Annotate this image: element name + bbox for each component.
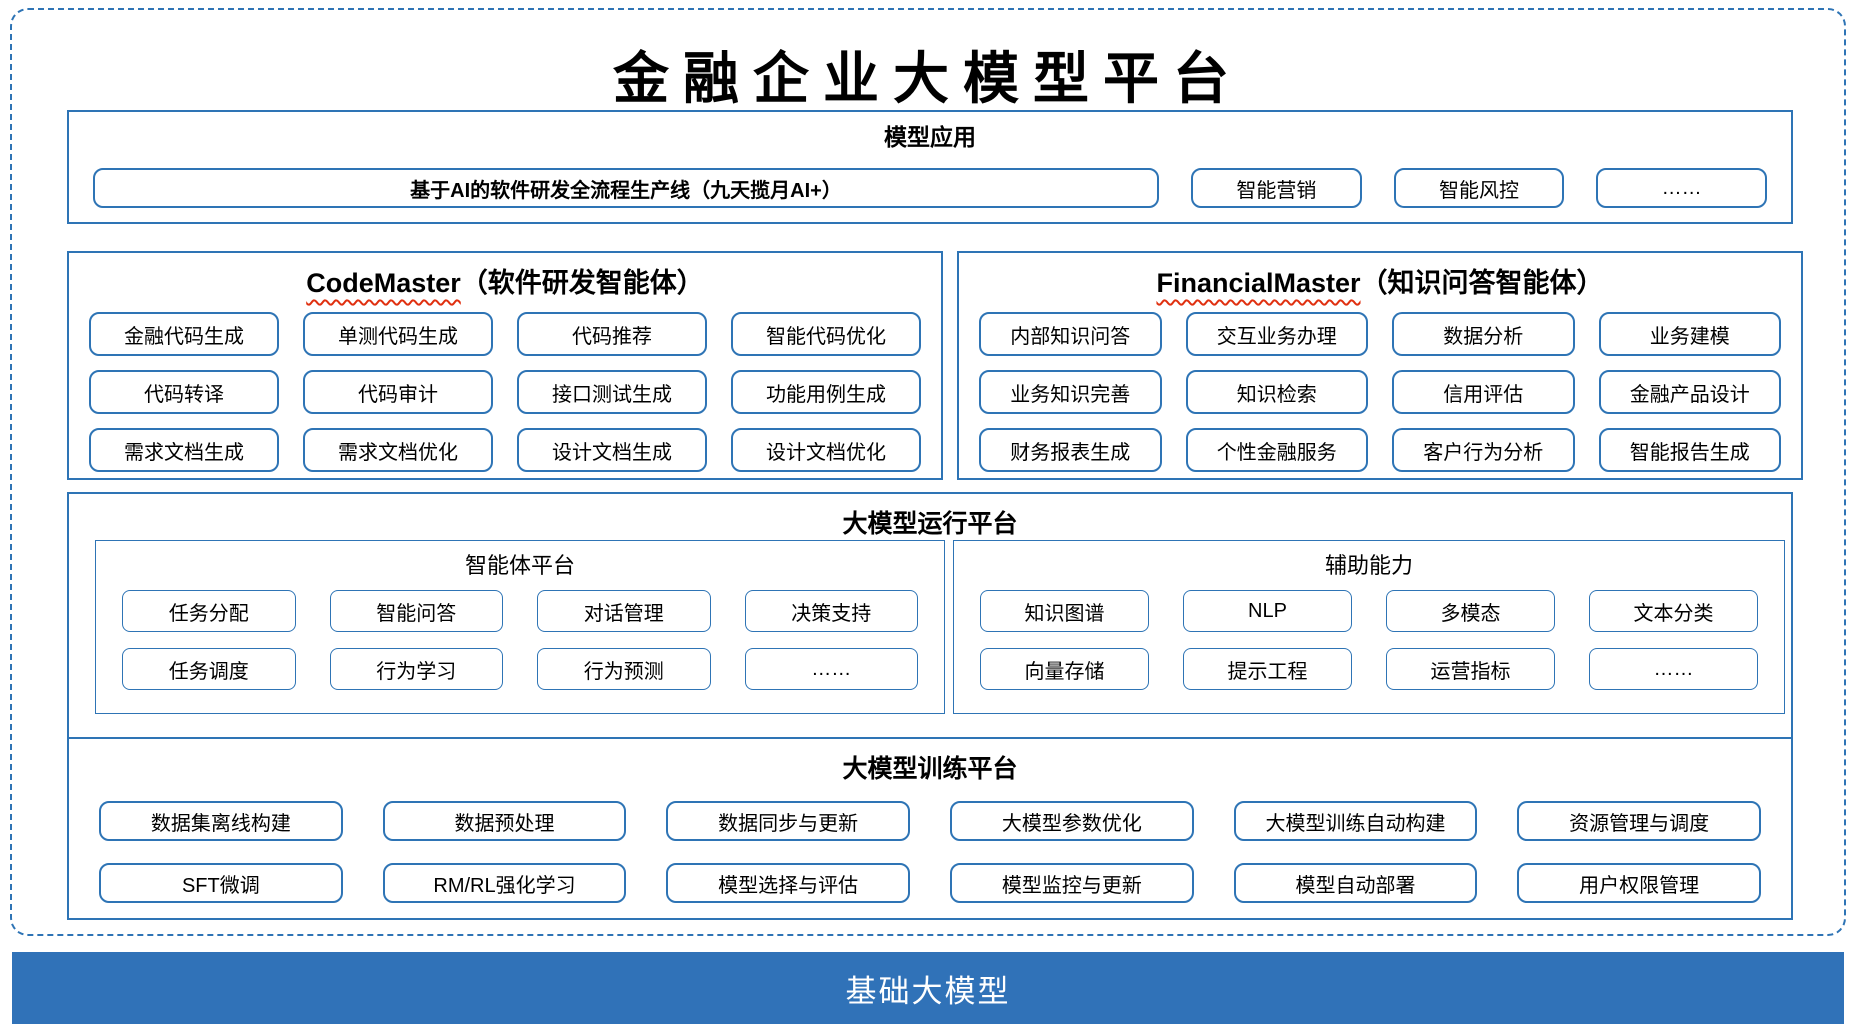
agent-platform-item: …… — [744, 648, 918, 690]
model-application-main-item: 基于AI的软件研发全流程生产线（九天揽月AI+） — [93, 168, 1159, 208]
codemaster-subtitle: （软件研发智能体） — [460, 268, 704, 298]
financialmaster-item: 客户行为分析 — [1392, 428, 1575, 472]
financialmaster-item: 内部知识问答 — [979, 312, 1162, 356]
codemaster-item: 功能用例生成 — [731, 370, 921, 414]
section-auxiliary-capability: 辅助能力 知识图谱 NLP 多模态文本分类向量存储提示工程运营指标 …… — [953, 540, 1785, 714]
auxiliary-capability-item: 文本分类 — [1589, 590, 1758, 632]
training-platform-item: 模型自动部署 — [1233, 863, 1478, 903]
model-application-item: …… — [1596, 168, 1768, 208]
codemaster-item: 需求文档生成 — [89, 428, 279, 472]
auxiliary-capability-item: 提示工程 — [1183, 648, 1352, 690]
auxiliary-capability-item: 知识图谱 — [980, 590, 1149, 632]
training-platform-item: 数据预处理 — [382, 801, 627, 841]
platform-outer-frame: 金融企业大模型平台 模型应用 基于AI的软件研发全流程生产线（九天揽月AI+） … — [10, 8, 1846, 936]
model-application-header: 模型应用 — [884, 124, 976, 150]
agent-platform-item: 决策支持 — [744, 590, 918, 632]
agent-platform-item: 任务调度 — [122, 648, 296, 690]
training-platform-item: 大模型训练自动构建 — [1233, 801, 1478, 841]
auxiliary-capability-item: 多模态 — [1386, 590, 1555, 632]
financialmaster-header: FinancialMaster（知识问答智能体） — [959, 253, 1801, 300]
auxiliary-capability-item: …… — [1589, 648, 1758, 690]
model-application-item: 智能风控 — [1393, 168, 1565, 208]
training-platform-item: 用户权限管理 — [1517, 863, 1761, 903]
page-title: 金融企业大模型平台 — [613, 46, 1243, 112]
financialmaster-grid: 内部知识问答交互业务办理数据分析业务建模业务知识完善知识检索信用评估金融产品设计… — [959, 300, 1801, 472]
section-runtime-platform: 大模型运行平台 智能体平台 任务分配智能问答对话管理决策支持任务调度行为学习行为… — [67, 492, 1793, 748]
section-codemaster: CodeMaster（软件研发智能体） 金融代码生成单测代码生成代码推荐智能代码… — [67, 251, 943, 480]
auxiliary-capability-header: 辅助能力 — [1324, 553, 1413, 578]
model-application-item: 智能营销 — [1191, 168, 1362, 208]
section-model-application: 模型应用 基于AI的软件研发全流程生产线（九天揽月AI+） 智能营销智能风控 …… — [67, 110, 1793, 224]
auxiliary-capability-item: 向量存储 — [980, 648, 1149, 690]
codemaster-grid: 金融代码生成单测代码生成代码推荐智能代码优化代码转译代码审计接口测试生成功能用例… — [69, 300, 941, 472]
base-model-label: 基础大模型 — [845, 973, 1011, 1009]
financialmaster-item: 个性金融服务 — [1185, 428, 1368, 472]
financialmaster-item: 业务知识完善 — [979, 370, 1162, 414]
codemaster-name: CodeMaster — [306, 268, 461, 298]
training-platform-grid: 数据集离线构建数据预处理数据同步与更新大模型参数优化大模型训练自动构建资源管理与… — [69, 785, 1791, 903]
training-platform-header: 大模型训练平台 — [842, 755, 1018, 783]
codemaster-item: 代码审计 — [303, 370, 493, 414]
runtime-platform-header: 大模型运行平台 — [842, 510, 1018, 538]
model-application-row: 基于AI的软件研发全流程生产线（九天揽月AI+） 智能营销智能风控 …… — [69, 168, 1791, 208]
training-platform-item: 数据同步与更新 — [666, 801, 910, 841]
financialmaster-subtitle: （知识问答智能体） — [1360, 268, 1604, 298]
codemaster-item: 接口测试生成 — [517, 370, 707, 414]
agent-platform-item: 行为学习 — [329, 648, 503, 690]
section-financialmaster: FinancialMaster（知识问答智能体） 内部知识问答交互业务办理数据分… — [957, 251, 1803, 480]
auxiliary-capability-item: 运营指标 — [1386, 648, 1555, 690]
codemaster-item: 单测代码生成 — [303, 312, 493, 356]
section-training-platform: 大模型训练平台 数据集离线构建数据预处理数据同步与更新大模型参数优化大模型训练自… — [67, 737, 1793, 920]
codemaster-item: 需求文档优化 — [303, 428, 493, 472]
codemaster-header: CodeMaster（软件研发智能体） — [69, 253, 941, 300]
agent-platform-item: 行为预测 — [537, 648, 711, 690]
auxiliary-capability-item: NLP — [1183, 590, 1352, 632]
financialmaster-item: 交互业务办理 — [1185, 312, 1368, 356]
training-platform-item: 模型监控与更新 — [950, 863, 1194, 903]
financialmaster-item: 智能报告生成 — [1598, 428, 1781, 472]
financialmaster-item: 数据分析 — [1392, 312, 1575, 356]
codemaster-item: 设计文档生成 — [517, 428, 707, 472]
section-agent-platform: 智能体平台 任务分配智能问答对话管理决策支持任务调度行为学习行为预测 …… — [95, 540, 945, 714]
financialmaster-name: FinancialMaster — [1156, 268, 1361, 298]
financialmaster-item: 财务报表生成 — [979, 428, 1162, 472]
agent-platform-item: 任务分配 — [122, 590, 296, 632]
training-platform-item: 模型选择与评估 — [666, 863, 910, 903]
agent-platform-header: 智能体平台 — [464, 553, 575, 578]
auxiliary-capability-grid: 知识图谱 NLP 多模态文本分类向量存储提示工程运营指标 …… — [954, 580, 1784, 690]
codemaster-item: 设计文档优化 — [731, 428, 921, 472]
agent-platform-item: 智能问答 — [329, 590, 503, 632]
codemaster-item: 智能代码优化 — [731, 312, 921, 356]
financialmaster-item: 业务建模 — [1598, 312, 1781, 356]
agent-platform-grid: 任务分配智能问答对话管理决策支持任务调度行为学习行为预测 …… — [96, 580, 944, 690]
financialmaster-item: 金融产品设计 — [1598, 370, 1781, 414]
training-platform-item: 数据集离线构建 — [99, 801, 343, 841]
financialmaster-item: 知识检索 — [1185, 370, 1368, 414]
training-platform-item: 大模型参数优化 — [950, 801, 1194, 841]
training-platform-item: SFT微调 — [99, 863, 343, 903]
codemaster-item: 代码推荐 — [517, 312, 707, 356]
training-platform-item: 资源管理与调度 — [1517, 801, 1761, 841]
agent-platform-item: 对话管理 — [537, 590, 711, 632]
financialmaster-item: 信用评估 — [1392, 370, 1575, 414]
training-platform-item: RM/RL强化学习 — [382, 863, 627, 903]
codemaster-item: 金融代码生成 — [89, 312, 279, 356]
base-model-bar: 基础大模型 — [12, 952, 1844, 1024]
codemaster-item: 代码转译 — [89, 370, 279, 414]
